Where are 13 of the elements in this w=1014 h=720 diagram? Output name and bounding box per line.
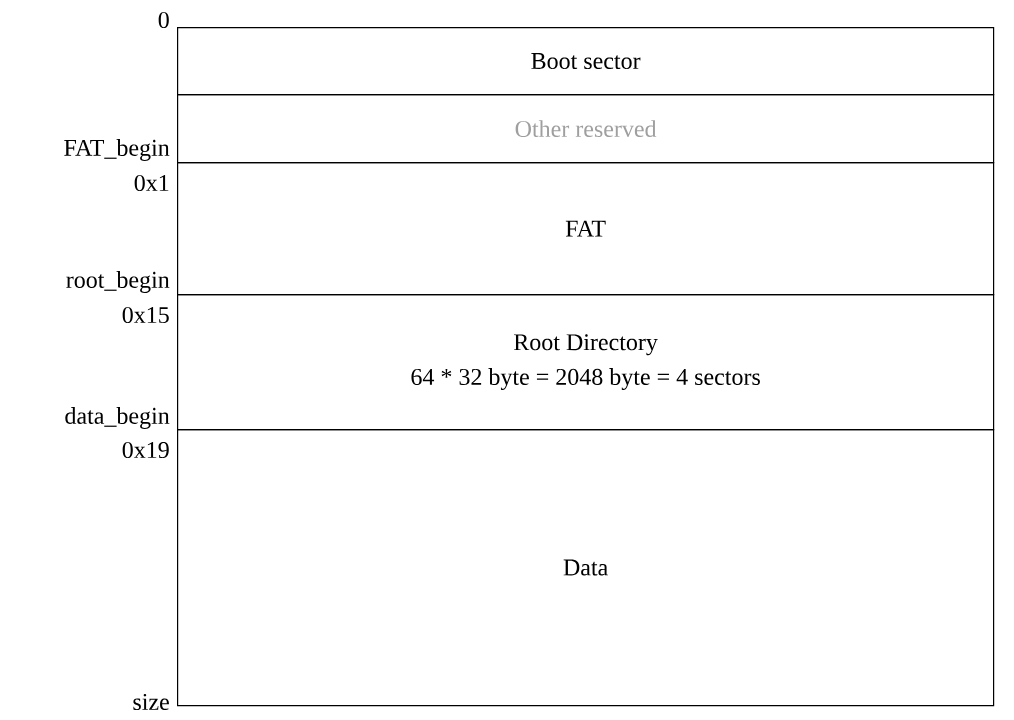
address-label: 0x19 (122, 441, 169, 459)
memory-region: FAT (177, 162, 995, 296)
address-label: size (133, 693, 169, 711)
address-label: FAT_begin (64, 139, 170, 161)
address-label: root_begin (66, 271, 170, 293)
address-label: 0 (158, 11, 169, 29)
memory-region: Root Directory 64 * 32 byte = 2048 byte = 4 sectors (177, 294, 995, 431)
memory-region: Other reserved (177, 94, 995, 164)
address-label: 0x15 (122, 306, 169, 324)
memory-region: Boot sector (177, 27, 995, 96)
address-label: 0x1 (134, 174, 169, 192)
address-label: data_begin (65, 407, 170, 429)
memory-region: Data (177, 429, 995, 707)
